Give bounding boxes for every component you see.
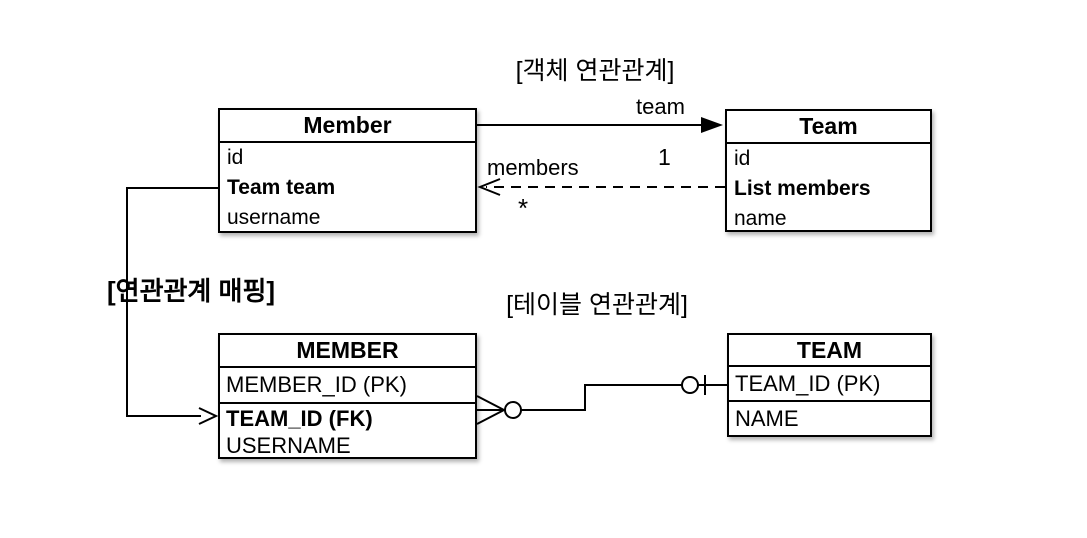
team-table-box: TEAM TEAM_ID (PK) NAME [727,333,932,437]
mapping-section-title: [연관관계 매핑] [107,276,276,306]
team-class-title: Team [727,111,930,144]
team-field-members: List members [734,177,871,200]
team-association-label: team [636,94,685,119]
object-section-title: [객체 연관관계] [515,57,675,85]
table-section-title: [테이블 연관관계] [506,291,688,319]
team-class-box: Team id List members name [725,109,932,232]
member-field-username: username [227,206,321,229]
member-class-fields: id Team team username [220,143,475,233]
team-association-multiplicity: 1 [658,144,671,170]
team-field-name: name [734,207,787,230]
members-association-arrow [477,178,725,196]
team-field-id: id [734,147,751,170]
fk-join-connector [476,375,727,425]
member-table-row-fk: TEAM_ID (FK) [226,406,373,431]
team-table-title: TEAM [729,335,930,367]
crow-foot-circle-icon [504,401,522,419]
member-table-box: MEMBER MEMBER_ID (PK) TEAM_ID (FK) USERN… [218,333,477,459]
filled-arrowhead-icon [701,117,723,133]
member-table-row-pk: MEMBER_ID (PK) [220,368,475,404]
member-class-box: Member id Team team username [218,108,477,233]
member-table-title: MEMBER [220,335,475,368]
mapping-connector [126,187,219,425]
members-association-multiplicity: * [518,193,529,223]
open-arrowhead-icon [477,178,501,196]
crow-foot-icon [476,395,507,425]
team-class-fields: id List members name [727,144,930,234]
team-table-row-name: NAME [735,406,799,431]
member-table-compartment: TEAM_ID (FK) USERNAME [220,404,475,459]
members-association-label: members [487,155,579,180]
team-association-arrow [477,117,723,133]
member-table-row-username: USERNAME [226,433,351,458]
open-arrowhead-icon [198,407,219,425]
member-class-title: Member [220,110,475,143]
member-field-id: id [227,146,244,169]
team-table-row-pk: TEAM_ID (PK) [729,367,930,402]
member-field-team: Team team [227,176,336,199]
circle-bar-icon [681,376,699,394]
